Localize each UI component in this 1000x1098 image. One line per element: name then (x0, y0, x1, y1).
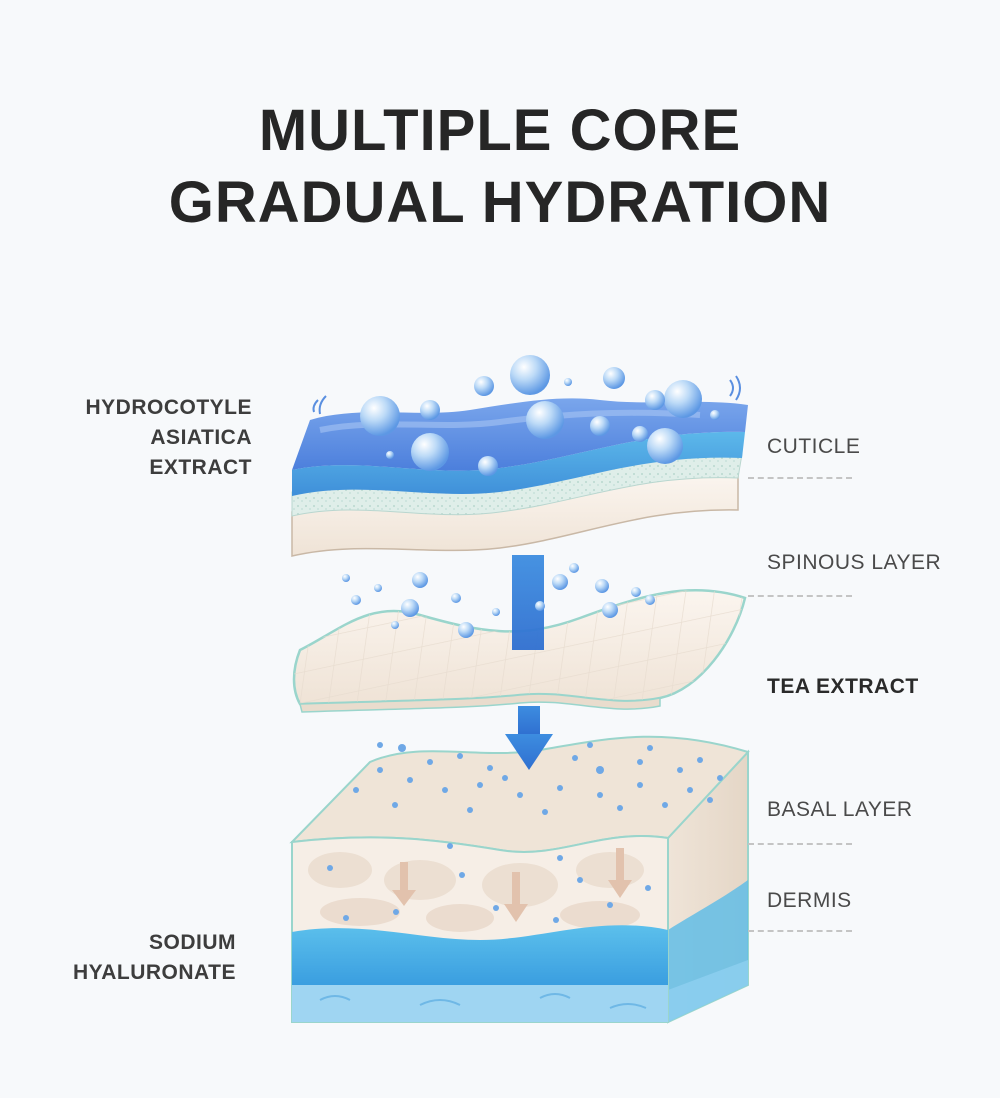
tea-extract-label: TEA EXTRACT (767, 672, 919, 702)
dermis-leader-line (748, 930, 852, 932)
spinous-layer-label: SPINOUS LAYER (767, 548, 941, 578)
sodium-label-line-2: HYALURONATE (30, 958, 236, 988)
spinous-leader-line (748, 595, 852, 597)
basal-dermis-block (292, 737, 748, 1022)
hydrocotyle-label-line-1: HYDROCOTYLE (40, 393, 252, 423)
cuticle-leader-line (748, 477, 852, 479)
hydrocotyle-label-line-3: EXTRACT (40, 453, 252, 483)
hydrocotyle-label-line-2: ASIATICA (40, 423, 252, 453)
basal-leader-line (748, 843, 852, 845)
dermis-label: DERMIS (767, 886, 852, 916)
cuticle-label: CUTICLE (767, 432, 860, 462)
sodium-label-line-1: SODIUM (30, 928, 236, 958)
basal-layer-label: BASAL LAYER (767, 795, 913, 825)
cuticle-layer-block (292, 398, 748, 556)
